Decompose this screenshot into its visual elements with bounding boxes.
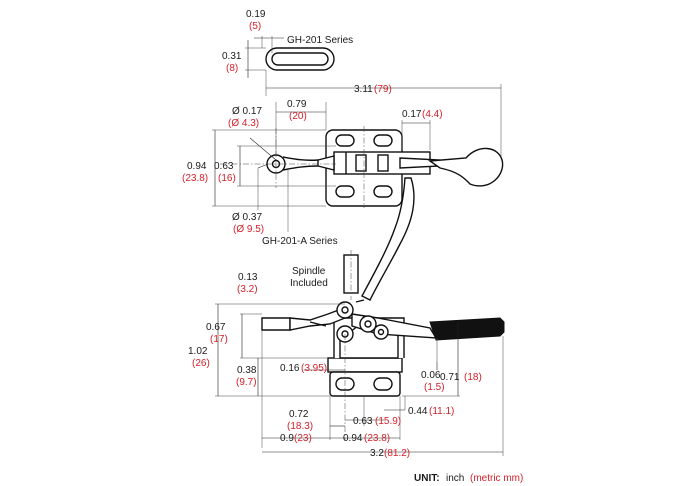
eye-dia-mm: (Ø 4.3) bbox=[228, 118, 259, 129]
spindle-label-2: Included bbox=[290, 278, 328, 289]
base-slot bbox=[373, 377, 393, 391]
base-gap-mm: (1.5) bbox=[424, 382, 445, 393]
plate-height-in: 0.94 bbox=[187, 161, 207, 172]
arm-reach-mm: (18.3) bbox=[287, 421, 313, 432]
handle-grip bbox=[428, 147, 504, 187]
reach-mm: (23) bbox=[294, 433, 312, 444]
slot-outline bbox=[265, 47, 335, 71]
handle-height-in: 0.71 bbox=[440, 372, 460, 383]
arm-base-mm: (9.7) bbox=[236, 377, 257, 388]
arm-base-in: 0.38 bbox=[237, 365, 257, 376]
side-view bbox=[215, 177, 505, 456]
clamp-spindle-tip bbox=[261, 317, 291, 331]
slot-off-in: 0.44 bbox=[408, 406, 428, 417]
arm-height-mm: (17) bbox=[210, 334, 228, 345]
handle-open-position bbox=[361, 177, 415, 301]
overall-top-mm: (79) bbox=[374, 84, 392, 95]
spindle-top-in: 0.13 bbox=[238, 272, 258, 283]
hole-spacing-h-in: 0.63 bbox=[353, 416, 373, 427]
overall-bottom-mm: (81.2) bbox=[384, 448, 410, 459]
series-201-label: GH-201 Series bbox=[287, 35, 353, 46]
hole-spacing-h-mm: (15.9) bbox=[375, 416, 401, 427]
handle-height-mm: (18) bbox=[464, 372, 482, 383]
eye-outer-in: Ø 0.37 bbox=[232, 212, 262, 223]
eye-offset-mm: (20) bbox=[289, 111, 307, 122]
overall-top-in: 3.11 bbox=[354, 84, 373, 95]
mount-slot bbox=[373, 134, 393, 147]
base-foot bbox=[329, 371, 401, 397]
hole-spacing-v-in: 0.63 bbox=[214, 161, 234, 172]
total-height-mm: (26) bbox=[192, 358, 210, 369]
mount-slot bbox=[335, 134, 355, 147]
slot-height-mm: (8) bbox=[226, 63, 238, 74]
overall-bottom-in: 3.2 bbox=[370, 448, 384, 459]
pivot-offset-in: 0.16 bbox=[280, 363, 300, 374]
spindle-top-mm: (3.2) bbox=[237, 284, 258, 295]
slot-width-in: 0.19 bbox=[246, 9, 266, 20]
eye-dia-in: Ø 0.17 bbox=[232, 106, 262, 117]
handle-closed bbox=[429, 317, 505, 341]
arm-reach-in: 0.72 bbox=[289, 409, 309, 420]
hole-spacing-v-mm: (16) bbox=[218, 173, 236, 184]
slot-off-mm: (11.1) bbox=[429, 406, 454, 417]
eye-outer-mm: (Ø 9.5) bbox=[233, 224, 264, 235]
plan-view bbox=[212, 102, 504, 232]
series-201a-label: GH-201-A Series bbox=[262, 236, 338, 247]
base-len-mm: (23.8) bbox=[364, 433, 390, 444]
clamp-bar-neck bbox=[317, 155, 335, 171]
arm-height-in: 0.67 bbox=[206, 322, 226, 333]
unit-value: inch bbox=[446, 473, 464, 484]
spindle-label-1: Spindle bbox=[292, 266, 326, 277]
slot-inner bbox=[271, 52, 329, 66]
mount-slot bbox=[335, 185, 355, 198]
reach-in: 0.9 bbox=[280, 433, 294, 444]
slot-width-mm: (5) bbox=[249, 21, 261, 32]
slot-detail bbox=[245, 36, 502, 160]
base-len-in: 0.94 bbox=[343, 433, 363, 444]
unit-metric: (metric mm) bbox=[470, 473, 523, 484]
eye-offset-in: 0.79 bbox=[287, 99, 307, 110]
handle-gap-mm: (4.4) bbox=[422, 109, 443, 120]
base-gap-in: 0.06 bbox=[421, 370, 441, 381]
mount-slot bbox=[373, 185, 393, 198]
handle-gap-in: 0.17 bbox=[402, 109, 422, 120]
pivot-offset-mm: (3.95) bbox=[301, 363, 327, 374]
total-height-in: 1.02 bbox=[188, 346, 208, 357]
slot-height-in: 0.31 bbox=[222, 51, 242, 62]
unit-label: UNIT: bbox=[414, 473, 440, 484]
plate-height-mm: (23.8) bbox=[182, 173, 208, 184]
